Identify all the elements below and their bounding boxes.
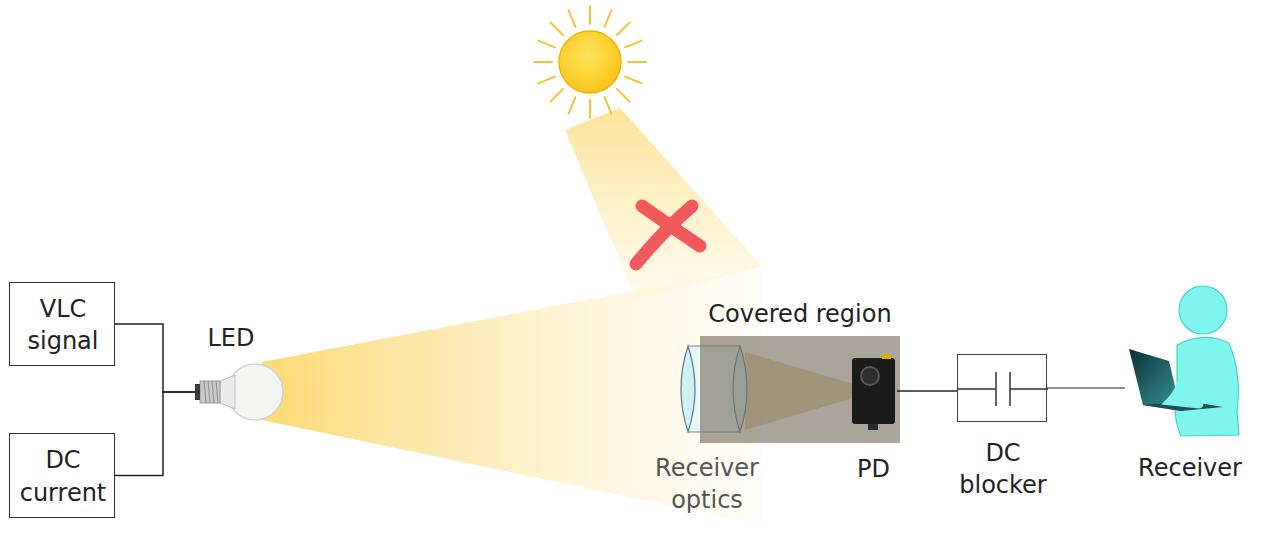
blocked-cross bbox=[636, 206, 700, 264]
led-bulb-shape bbox=[195, 362, 287, 422]
led-light-beam bbox=[262, 266, 762, 525]
signal-wire bbox=[115, 392, 195, 476]
node-label: Covered region bbox=[680, 298, 920, 330]
bulb-thread bbox=[212, 381, 214, 403]
bulb-base bbox=[200, 381, 220, 403]
bulb-thread bbox=[216, 381, 218, 403]
capacitor-symbol bbox=[958, 372, 1048, 406]
bulb-thread bbox=[204, 381, 206, 403]
node-label: PD bbox=[830, 453, 917, 485]
bulb-collar bbox=[220, 375, 235, 409]
node-label: VLC signal bbox=[10, 283, 116, 367]
bulb-contact bbox=[195, 384, 200, 400]
signal-wire bbox=[897, 390, 957, 392]
node-label: Receiver bbox=[1125, 452, 1255, 484]
dc-blocker-box: DC blocker bbox=[957, 354, 1047, 422]
node-label: Receiver optics bbox=[642, 452, 772, 517]
dc-blocker-box-shape bbox=[958, 355, 1048, 423]
bulb-thread bbox=[208, 381, 210, 403]
sensor-indicator bbox=[882, 354, 891, 359]
sun bbox=[559, 31, 621, 93]
receiver-user: Receiver bbox=[1125, 283, 1245, 440]
lens-body bbox=[688, 346, 740, 432]
covered-region: Covered regionPD bbox=[700, 336, 900, 443]
sensor-housing bbox=[852, 358, 895, 424]
node-label: DC blocker bbox=[953, 437, 1053, 502]
sensor-window bbox=[861, 367, 879, 385]
lens-face bbox=[681, 346, 695, 432]
node-label: DC current bbox=[10, 434, 116, 519]
lens-face bbox=[733, 346, 747, 432]
lens-edge bbox=[688, 346, 740, 432]
receiver-user-shape bbox=[1125, 283, 1245, 440]
signal-box: VLC signal bbox=[9, 282, 115, 366]
sensor-tab bbox=[868, 424, 878, 430]
signal-wire bbox=[115, 324, 195, 392]
current-box: DC current bbox=[9, 433, 115, 518]
signal-wire bbox=[1047, 388, 1125, 389]
photodiode: PD bbox=[850, 352, 897, 430]
person-arm bbox=[1171, 365, 1199, 404]
led-bulb: LED bbox=[195, 362, 287, 422]
sun-rays bbox=[534, 6, 646, 118]
sunlight-beam bbox=[565, 108, 762, 300]
photodiode-shape bbox=[850, 352, 897, 430]
node-label: LED bbox=[185, 322, 277, 354]
person-head bbox=[1179, 286, 1227, 334]
